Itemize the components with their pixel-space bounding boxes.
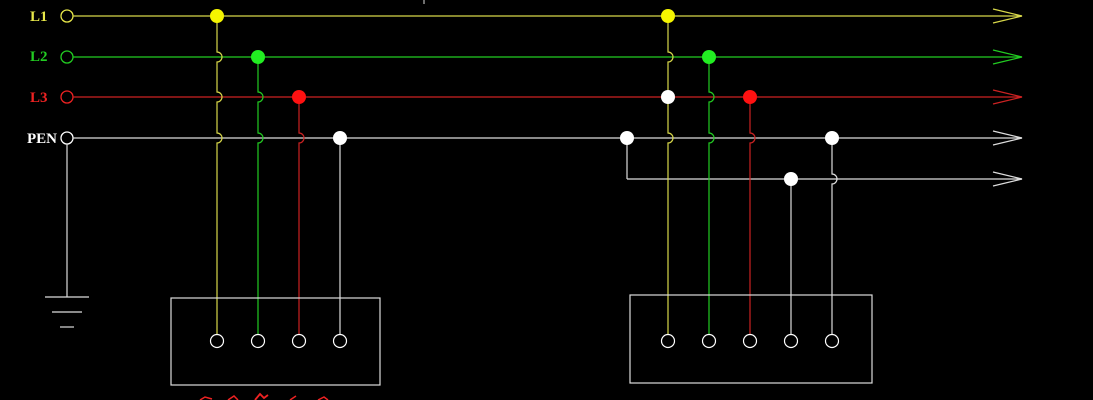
left-junction-l1: [210, 9, 224, 23]
right-junction-pe: [825, 131, 839, 145]
arrow-l3: [992, 89, 1023, 105]
left-equipment-enclosure: [170, 297, 381, 386]
right-junction-pen-split: [620, 131, 634, 145]
left-terminal-l3: [291, 333, 307, 349]
source-terminal-l2: [60, 50, 74, 64]
right-junction-l1: [661, 9, 675, 23]
left-terminal-pen: [332, 333, 348, 349]
bus-label-pen: PEN: [27, 131, 57, 147]
source-terminal-l1: [60, 9, 74, 23]
bus-label-l3: L3: [30, 90, 48, 106]
arrow-pen: [992, 130, 1023, 146]
right-system: [620, 9, 873, 384]
right-equipment-enclosure: [629, 294, 873, 384]
source-terminal-pen: [60, 131, 74, 145]
left-terminal-l1: [209, 333, 225, 349]
right-drop-pe: [831, 138, 838, 335]
right-terminal-l2: [701, 333, 717, 349]
right-drop-l3: [749, 97, 756, 335]
cropped-red-annotation: [199, 392, 329, 400]
left-drop-l1: [216, 16, 223, 335]
right-junction-n: [784, 172, 798, 186]
right-junction-l3: [743, 90, 757, 104]
source-terminal-l3: [60, 90, 74, 104]
right-drop-l2: [708, 57, 715, 335]
left-drop-l3: [298, 97, 305, 335]
arrow-l2: [992, 49, 1023, 65]
arrow-pe: [992, 171, 1023, 187]
left-terminal-l2: [250, 333, 266, 349]
left-junction-l3: [292, 90, 306, 104]
right-terminal-l3: [742, 333, 758, 349]
left-junction-pen: [333, 131, 347, 145]
bus-label-l1: L1: [30, 9, 48, 25]
left-system: [170, 9, 381, 386]
right-terminal-n: [783, 333, 799, 349]
right-terminal-pe: [824, 333, 840, 349]
left-drop-l2: [257, 57, 264, 335]
arrow-l1: [992, 8, 1023, 24]
bus-label-l2: L2: [30, 49, 48, 65]
right-junction-l3-white: [661, 90, 675, 104]
left-junction-l2: [251, 50, 265, 64]
right-terminal-l1: [660, 333, 676, 349]
right-junction-l2: [702, 50, 716, 64]
right-drop-l1: [667, 16, 674, 335]
